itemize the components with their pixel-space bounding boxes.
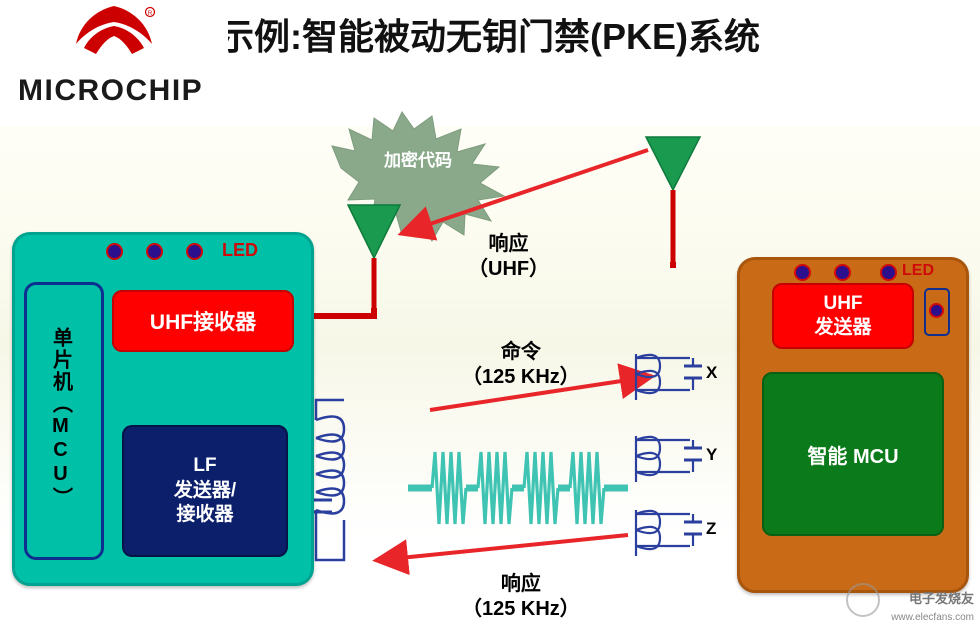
lf-line-1: LF: [193, 454, 217, 476]
uhf-transmitter-block: UHF 发送器: [772, 283, 914, 349]
lf-line-3: 接收器: [176, 504, 234, 526]
label-response-uhf: 响应 （UHF）: [468, 232, 549, 282]
label-command-lf-line2: （125 KHz）: [462, 366, 580, 388]
lf-line-2: 发送器/: [173, 479, 237, 501]
label-response-lf-line1: 响应: [500, 573, 541, 595]
watermark-line1: 电子发烧友: [908, 591, 974, 606]
lf-transceiver-block: LF 发送器/ 接收器: [122, 425, 288, 557]
label-response-lf-line2: （125 KHz）: [462, 598, 580, 620]
logo-wordmark: MICROCHIP: [18, 74, 204, 107]
left-mcu-label: 单片机（MCU）: [49, 327, 72, 509]
smart-mcu-block: 智能 MCU: [762, 372, 944, 536]
microchip-logo-icon: R: [76, 6, 156, 54]
led-indicator: [186, 243, 203, 260]
microchip-logo: R MICROCHIP: [0, 0, 228, 126]
coil-label-x: X: [706, 363, 718, 382]
led-indicator: [880, 264, 897, 281]
uhf-tx-line-1: UHF: [823, 293, 863, 315]
label-command-lf-line1: 命令: [500, 341, 541, 363]
left-led-label: LED: [222, 240, 258, 260]
label-command-lf: 命令 （125 KHz）: [462, 340, 580, 390]
led-indicator: [106, 243, 123, 260]
fob-side-button-led: [929, 303, 944, 318]
left-mcu-block: [24, 282, 104, 560]
encrypted-code-label: 加密代码: [384, 151, 452, 170]
label-response-uhf-line1: 响应: [488, 233, 529, 255]
uhf-tx-line-2: 发送器: [814, 317, 872, 338]
coil-label-y: Y: [706, 445, 718, 464]
right-led-label: LED: [902, 262, 934, 279]
watermark-line2: www.elecfans.com: [891, 612, 974, 623]
label-response-lf: 响应 （125 KHz）: [462, 572, 580, 622]
uhf-receiver-block: UHF接收器: [112, 290, 294, 352]
page-title: 示例:智能被动无钥门禁(PKE)系统: [218, 16, 760, 57]
led-indicator: [794, 264, 811, 281]
led-indicator: [146, 243, 163, 260]
coil-label-z: Z: [706, 519, 717, 538]
watermark-circle-icon: [846, 583, 880, 617]
led-indicator: [834, 264, 851, 281]
svg-text:R: R: [148, 11, 153, 17]
label-response-uhf-line2: （UHF）: [468, 258, 550, 280]
